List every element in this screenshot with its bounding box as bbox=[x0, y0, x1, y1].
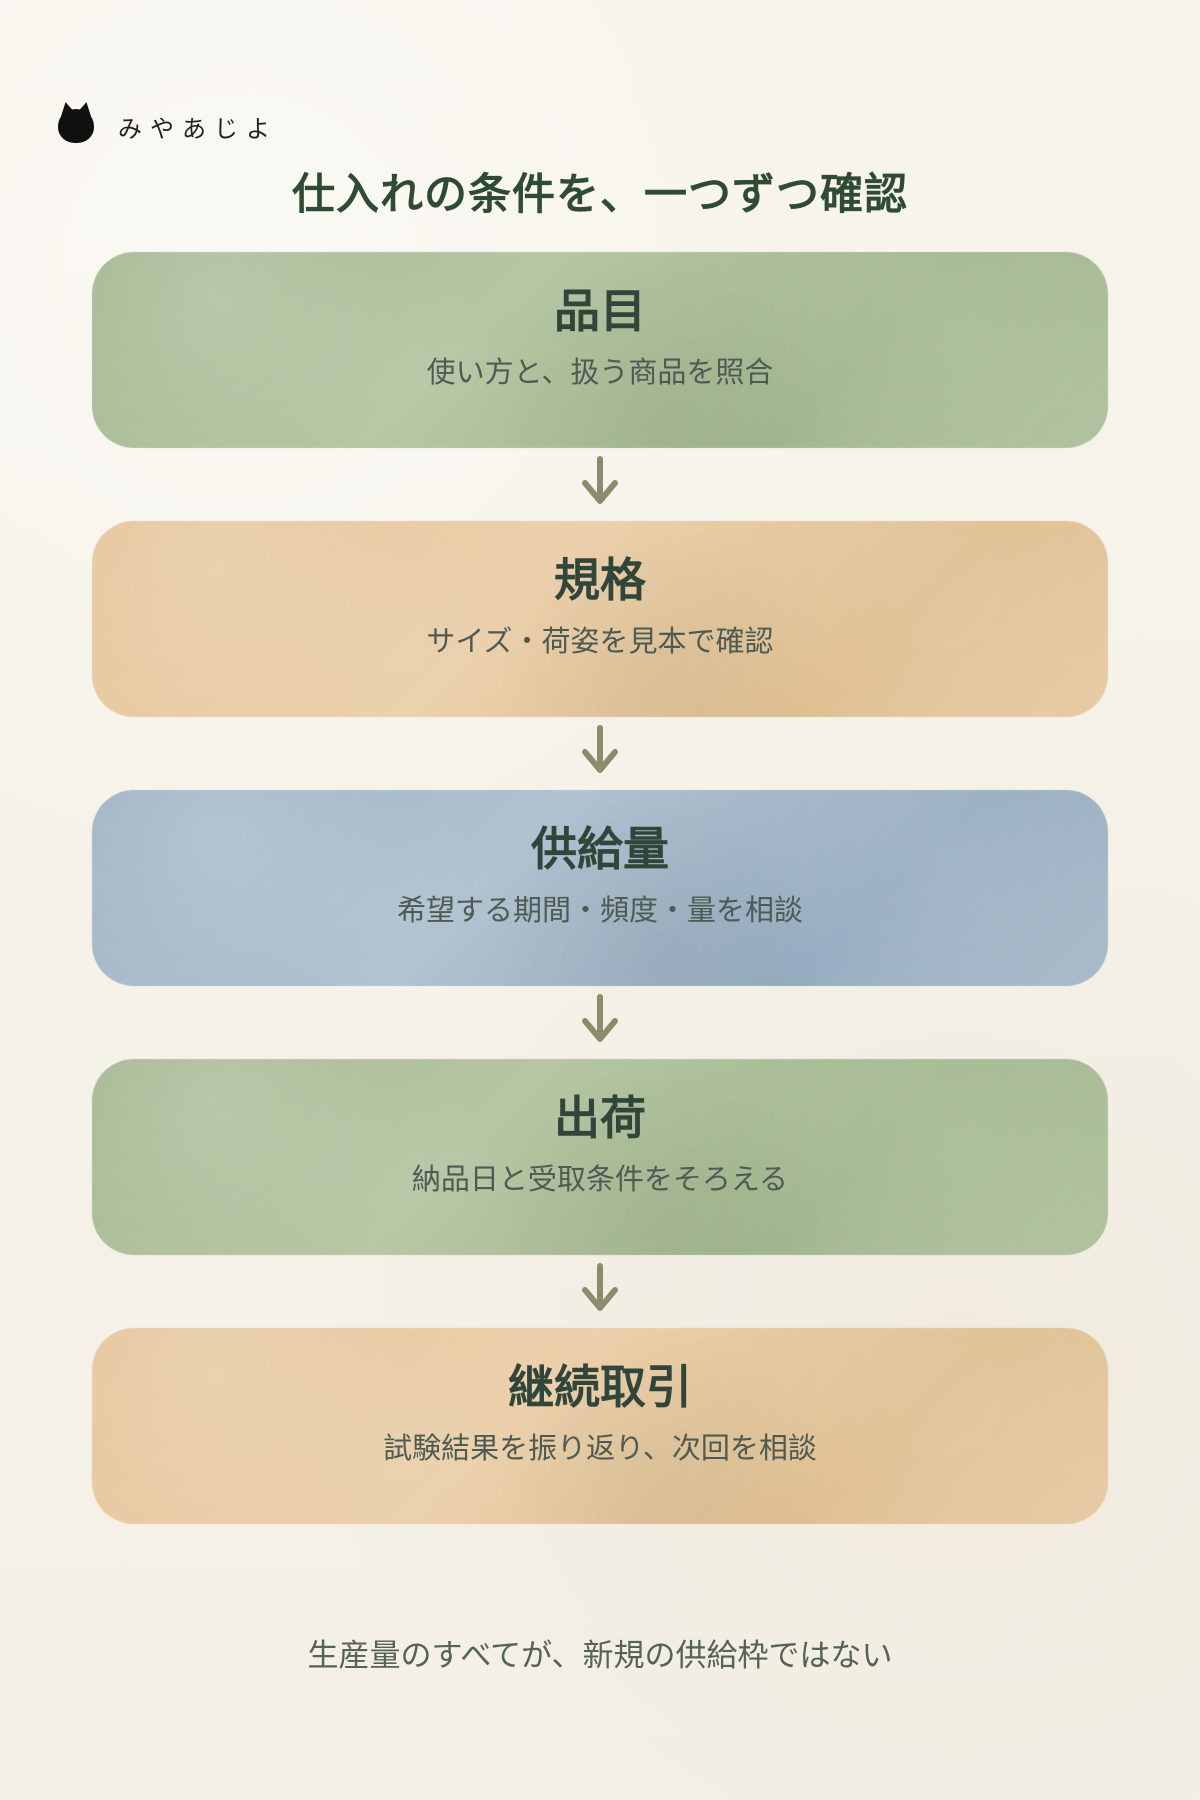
page-title: 仕入れの条件を、一つずつ確認 bbox=[292, 170, 908, 220]
down-arrow-icon bbox=[582, 1262, 618, 1311]
down-arrow-icon bbox=[582, 993, 618, 1042]
down-arrow-icon bbox=[582, 455, 618, 504]
down-arrow-icon bbox=[582, 724, 618, 773]
process-flow: 品目 使い方と、扱う商品を照合 規格 サイズ・荷姿を見本で確認 供給量 希望する… bbox=[92, 252, 1108, 1524]
arrow-connector bbox=[92, 717, 1108, 790]
step-description: 使い方と、扱う商品を照合 bbox=[426, 354, 774, 389]
footer-note: 生産量のすべてが、新規の供給枠ではない bbox=[307, 1638, 893, 1674]
brand: みやあじよ bbox=[58, 106, 278, 146]
step-description: 納品日と受取条件をそろえる bbox=[411, 1161, 789, 1196]
arrow-connector bbox=[92, 986, 1108, 1059]
step-description: 希望する期間・頻度・量を相談 bbox=[396, 892, 803, 927]
arrow-connector bbox=[92, 1255, 1108, 1328]
step-card-item: 品目 使い方と、扱う商品を照合 bbox=[92, 252, 1108, 448]
arrow-connector bbox=[92, 448, 1108, 521]
step-card-shipping: 出荷 納品日と受取条件をそろえる bbox=[92, 1059, 1108, 1255]
step-description: サイズ・荷姿を見本で確認 bbox=[426, 623, 774, 658]
step-description: 試験結果を振り返り、次回を相談 bbox=[383, 1430, 817, 1465]
cat-icon bbox=[58, 109, 94, 143]
step-title: 品目 bbox=[554, 284, 646, 338]
step-title: 規格 bbox=[554, 553, 646, 607]
brand-name: みやあじよ bbox=[118, 114, 278, 143]
step-card-supply-volume: 供給量 希望する期間・頻度・量を相談 bbox=[92, 790, 1108, 986]
step-card-specification: 規格 サイズ・荷姿を見本で確認 bbox=[92, 521, 1108, 717]
step-title: 継続取引 bbox=[508, 1360, 692, 1414]
step-title: 出荷 bbox=[554, 1091, 646, 1145]
step-card-ongoing-trade: 継続取引 試験結果を振り返り、次回を相談 bbox=[92, 1328, 1108, 1524]
step-title: 供給量 bbox=[531, 822, 669, 876]
